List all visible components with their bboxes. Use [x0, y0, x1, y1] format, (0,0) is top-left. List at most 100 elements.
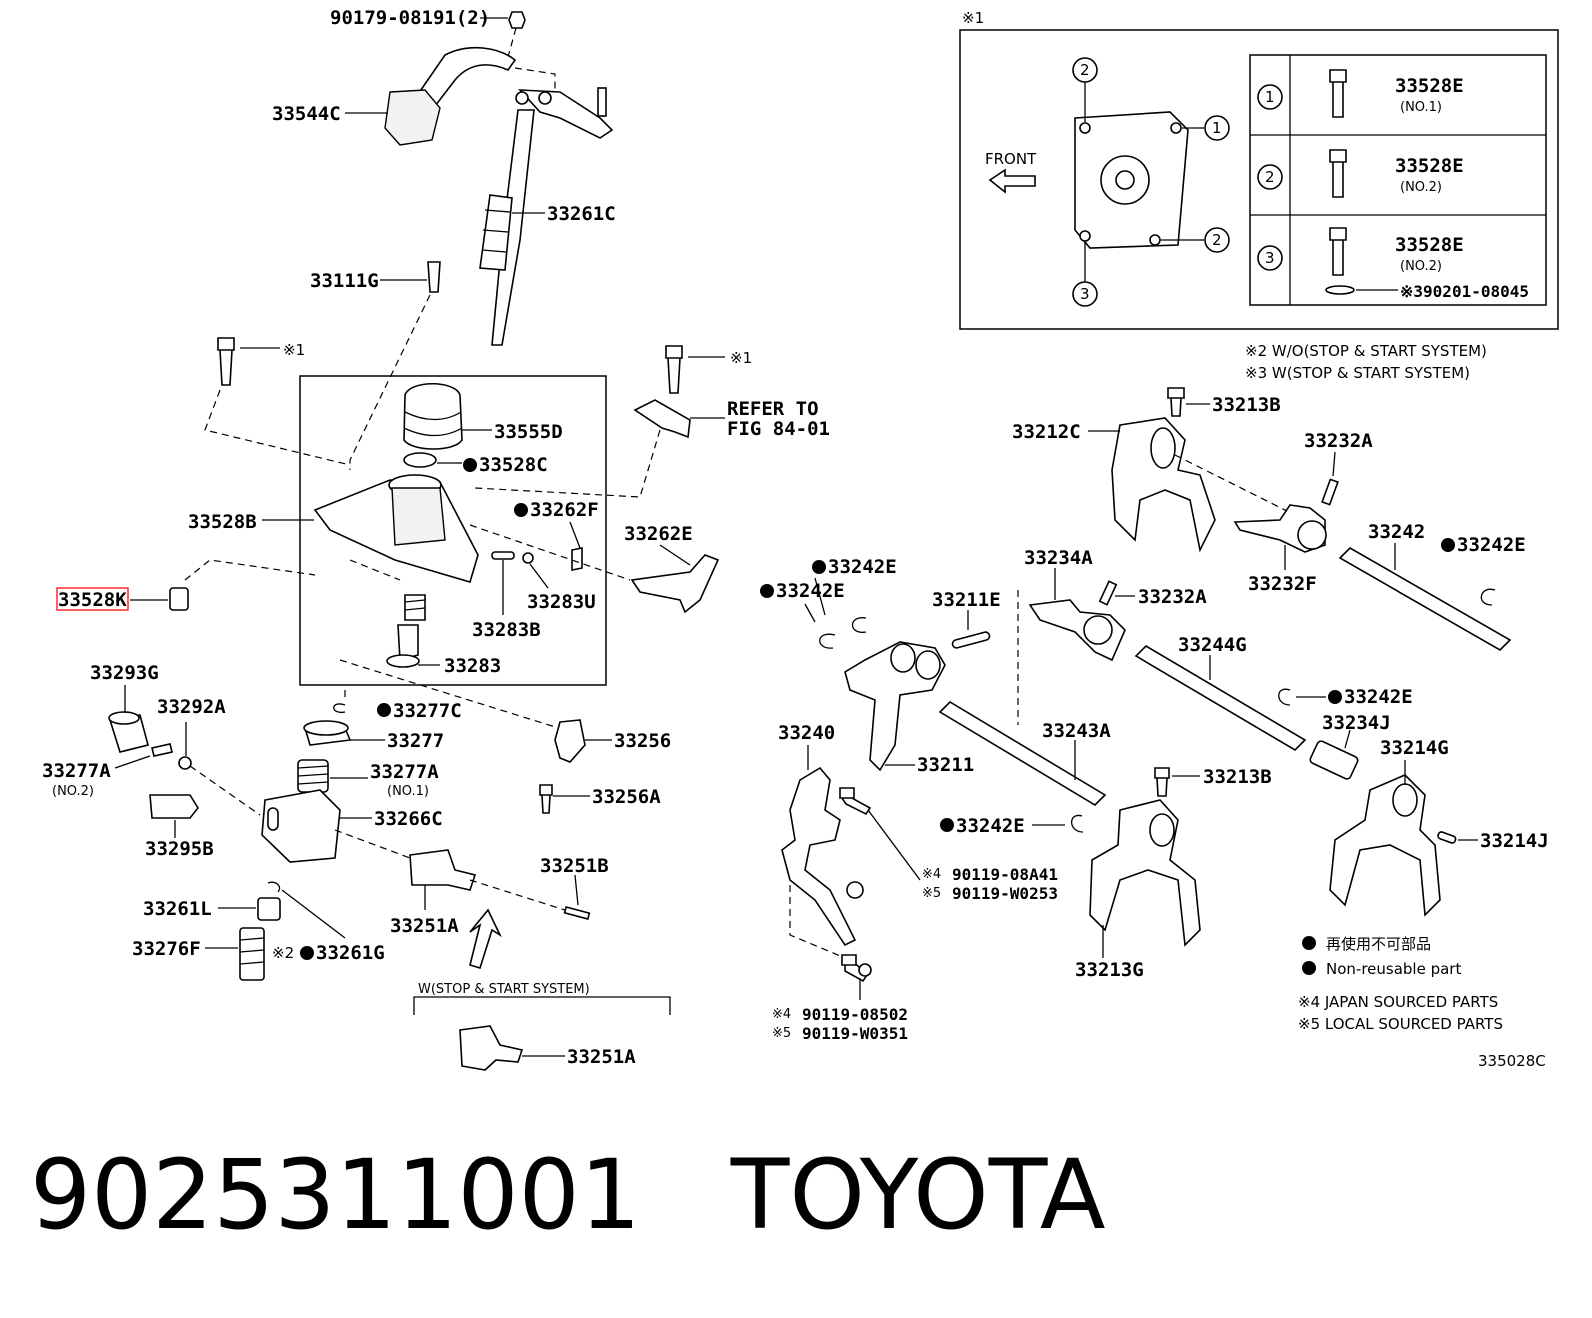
front-label: FRONT	[985, 150, 1037, 168]
label-90119-W0351: 90119-W0351	[802, 1024, 908, 1043]
row2-part: 33528E	[1395, 155, 1464, 177]
bolt-90179-icon	[508, 11, 526, 29]
note-2: ※2 W/O(STOP & START SYSTEM)	[1245, 342, 1487, 360]
spring-icon	[404, 594, 426, 621]
inset-title: ※1	[962, 9, 984, 27]
label-33213G: 33213G	[1075, 959, 1144, 981]
housing-box	[299, 375, 607, 686]
label-33251B: 33251B	[540, 855, 609, 877]
boot-33555D-icon	[403, 383, 463, 450]
figure-code: 335028C	[1478, 1052, 1546, 1070]
housing-33266C-icon	[261, 789, 341, 863]
bolt-33213B-2-icon	[1154, 767, 1170, 797]
parts-diagram: 90179-08191(2) 33544C 33261C 33111G ※1 ※…	[42, 7, 1559, 1071]
label-33292A: 33292A	[157, 696, 226, 718]
switch-33251A-icon	[409, 849, 477, 891]
bracket-33256-icon	[554, 719, 586, 763]
shift-lever-group	[56, 11, 725, 731]
row2-num: 2	[1265, 168, 1275, 186]
shaft-33242-icon	[1338, 547, 1512, 651]
label-33283B: 33283B	[472, 619, 541, 641]
non-reusable-dot-icon	[760, 584, 774, 598]
circle-1: 1	[1212, 119, 1222, 137]
fork-33214G-icon	[1329, 774, 1441, 917]
non-reusable-dot-icon	[300, 946, 314, 960]
label-33277: 33277	[387, 730, 444, 752]
non-reusable-dot-icon	[463, 458, 477, 472]
non-reusable-dot-icon	[1441, 538, 1455, 552]
row3-sub: (NO.2)	[1400, 259, 1442, 274]
row3-extra: ※390201-08045	[1400, 282, 1529, 301]
label-33213B: 33213B	[1212, 394, 1281, 416]
fork-33213G-icon	[1089, 799, 1201, 947]
label-33256: 33256	[614, 730, 671, 752]
label-33242E-3: 33242E	[776, 580, 845, 602]
refer-line1: REFER TO	[727, 398, 819, 420]
bushing-33261L-icon	[257, 897, 281, 921]
bolt-no2b-icon	[1329, 227, 1347, 276]
refer-line2: FIG 84-01	[727, 418, 830, 440]
note-4: ※4 JAPAN SOURCED PARTS	[1298, 993, 1498, 1011]
label-33242E-5: 33242E	[956, 815, 1025, 837]
up-arrow-icon	[469, 908, 502, 969]
label-33261C: 33261C	[547, 203, 616, 225]
fork-33212C-icon	[1111, 417, 1216, 553]
label-33528C: 33528C	[479, 454, 548, 476]
row2-sub: (NO.2)	[1400, 180, 1442, 195]
label-90179: 90179-08191(2)	[330, 7, 490, 29]
label-w-stop: W(STOP & START SYSTEM)	[418, 982, 590, 997]
label-33244G: 33244G	[1178, 634, 1247, 656]
label-33251A: 33251A	[390, 915, 459, 937]
ref-mark-1-right: ※1	[730, 349, 752, 367]
label-33214G: 33214G	[1380, 737, 1449, 759]
shift-forks-group	[781, 387, 1512, 1000]
part-number: 9025311001	[30, 1139, 641, 1251]
ref-mark-1-left: ※1	[283, 341, 305, 359]
label-33293G: 33293G	[90, 662, 159, 684]
pin-33111G-icon	[427, 261, 441, 293]
lever-knob-icon	[384, 89, 441, 146]
label-33243A: 33243A	[1042, 720, 1111, 742]
non-reusable-dot-icon	[812, 560, 826, 574]
label-33242E-2: 33242E	[828, 556, 897, 578]
label-33276F: 33276F	[132, 938, 201, 960]
label-no1: (NO.1)	[387, 784, 429, 799]
row1-part: 33528E	[1395, 75, 1464, 97]
pin-33211E-icon	[951, 631, 991, 649]
spring-33234J-icon	[1309, 740, 1359, 780]
row3-num: 3	[1265, 249, 1275, 267]
note-3: ※3 W(STOP & START SYSTEM)	[1245, 364, 1470, 382]
label-33232F: 33232F	[1248, 573, 1317, 595]
part-labels: 90179-08191(2) 33544C 33261C 33111G ※1 ※…	[42, 7, 1549, 1070]
label-33242: 33242	[1368, 521, 1425, 543]
label-33277A-no2: 33277A	[42, 760, 111, 782]
ref-mark-4b: ※4	[772, 1007, 791, 1022]
switch-33251A-2-icon	[459, 1025, 524, 1071]
lower-left-group	[108, 685, 671, 1071]
note-5: ※5 LOCAL SOURCED PARTS	[1298, 1015, 1503, 1033]
label-no2: (NO.2)	[52, 784, 94, 799]
non-reusable-dot-icon	[514, 503, 528, 517]
lever-arm-33544C-icon	[412, 46, 517, 112]
label-33277C: 33277C	[393, 700, 462, 722]
front-arrow-icon	[988, 168, 1036, 194]
label-33277A-no1: 33277A	[370, 761, 439, 783]
label-33211: 33211	[917, 754, 974, 776]
label-33262F: 33262F	[530, 499, 599, 521]
label-33232A: 33232A	[1304, 430, 1373, 452]
spring-33276F-icon	[239, 927, 265, 981]
bolt-33295B-icon	[149, 794, 199, 819]
label-33111G: 33111G	[310, 270, 379, 292]
circle-3: 3	[1080, 285, 1090, 303]
label-33528B: 33528B	[188, 511, 257, 533]
legend-dot-icon	[1302, 961, 1316, 975]
label-90119-08502: 90119-08502	[802, 1005, 908, 1024]
bolt-no2-icon	[1329, 149, 1347, 198]
label-33528K[interactable]: 33528K	[58, 589, 127, 611]
circle-2-top: 2	[1080, 61, 1090, 79]
legend-nonreuse-jp: 再使用不可部品	[1326, 935, 1431, 953]
refer-plate-icon	[633, 399, 691, 439]
washer-33528C-icon	[403, 452, 437, 468]
label-33283: 33283	[444, 655, 501, 677]
bolt-33256A-icon	[539, 784, 553, 814]
